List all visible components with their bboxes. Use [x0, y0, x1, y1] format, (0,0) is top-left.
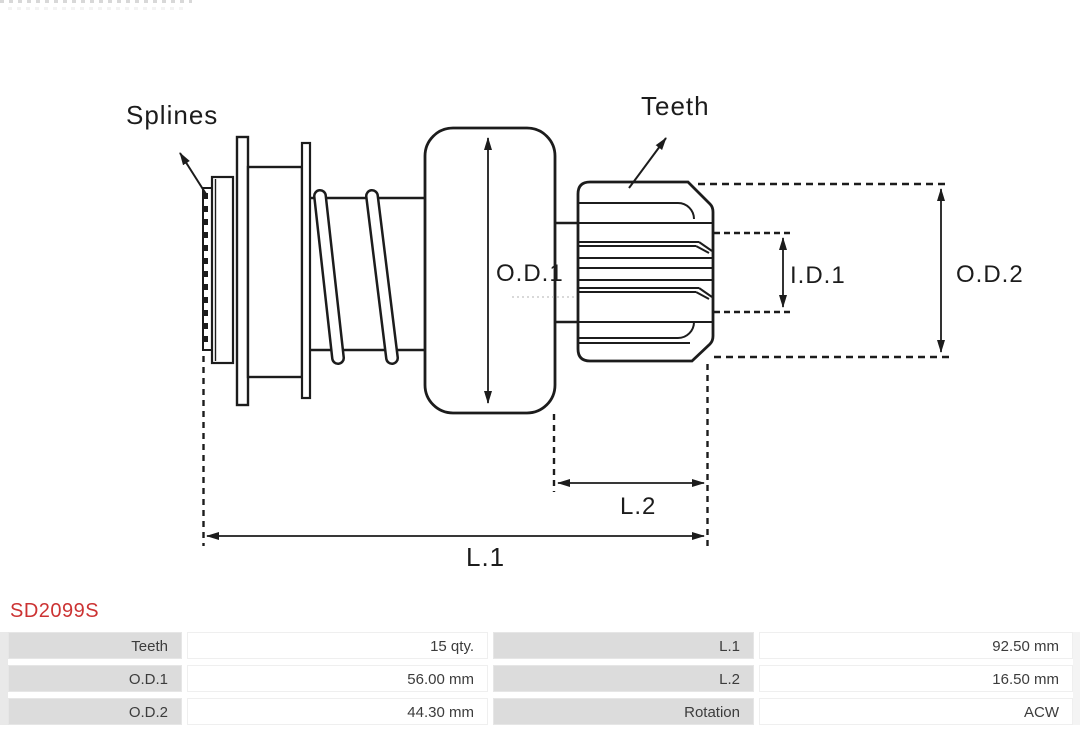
- splines-label: Splines: [126, 100, 218, 130]
- l2-dimension: L.2: [552, 364, 709, 546]
- spec-table: Teeth 15 qty. L.1 92.50 mm O.D.1 56.00 m…: [0, 632, 1080, 725]
- l1-label: L.1: [466, 542, 505, 572]
- od2-label: O.D.2: [956, 261, 1024, 288]
- l2-label: L.2: [620, 493, 656, 520]
- spec-value: 56.00 mm: [187, 665, 488, 692]
- spec-label: Teeth: [8, 632, 182, 659]
- od1-label: O.D.1: [496, 260, 564, 287]
- spec-value: 44.30 mm: [187, 698, 488, 725]
- spec-label: O.D.2: [8, 698, 182, 725]
- starter-drive-drawing: O.D.1 Splines: [126, 91, 1024, 572]
- spec-value: 16.50 mm: [759, 665, 1073, 692]
- id1-label: I.D.1: [790, 262, 846, 289]
- teeth-callout: Teeth: [628, 91, 710, 189]
- spec-value: 15 qty.: [187, 632, 488, 659]
- teeth-label: Teeth: [641, 91, 710, 121]
- part-number: SD2099S: [10, 600, 100, 622]
- spline-shaft: [202, 175, 235, 365]
- spec-label: L.1: [493, 632, 754, 659]
- flange-hub: [235, 135, 312, 407]
- spec-value: ACW: [759, 698, 1073, 725]
- page-edge-artifact: [0, 0, 192, 12]
- spec-label: L.2: [493, 665, 754, 692]
- splines-callout: Splines: [126, 100, 218, 195]
- od1-dimension: O.D.1: [484, 137, 576, 404]
- id1-dimension: I.D.1: [714, 231, 846, 314]
- spring-section: [310, 189, 427, 365]
- od2-dimension: O.D.2: [698, 182, 1024, 359]
- spec-value: 92.50 mm: [759, 632, 1073, 659]
- spec-label: Rotation: [493, 698, 754, 725]
- spec-label: O.D.1: [8, 665, 182, 692]
- pinion-gear: [576, 180, 715, 363]
- neck-shaft: [554, 221, 579, 324]
- part-diagram: O.D.1 Splines: [126, 91, 1024, 572]
- l1-dimension: L.1: [202, 356, 705, 572]
